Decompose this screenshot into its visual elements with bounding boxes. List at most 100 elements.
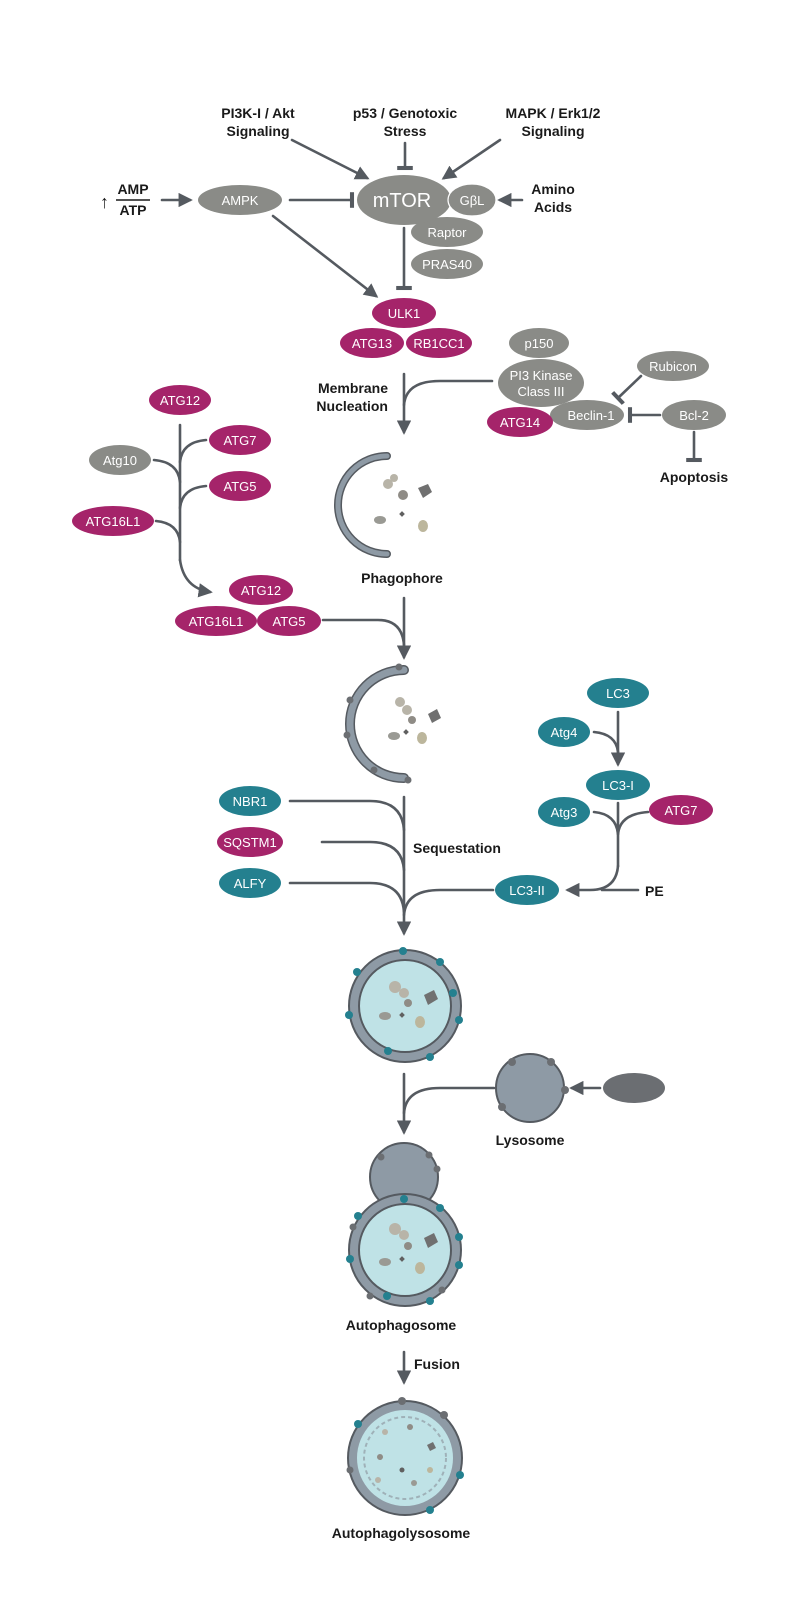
atg4-node: [538, 717, 590, 747]
pi3k-to-mtor-arrow: [290, 138, 370, 180]
rubicon-node: [637, 351, 709, 381]
atg5-label-left: ATG5: [224, 479, 257, 494]
pi3k-class3-node: [498, 359, 584, 407]
pras40-node: [411, 249, 483, 279]
closed-autophagosome-icon: [345, 947, 463, 1063]
atg10-node: [89, 445, 151, 475]
atg5-node-left: [209, 471, 271, 501]
rb1cc1-label: RB1CC1: [413, 336, 464, 351]
sequestation-lines: [288, 795, 495, 936]
membrane-label-1: Membrane: [318, 380, 388, 396]
raptor-node: [411, 217, 483, 247]
gbl-label: GβL: [460, 193, 485, 208]
ulk1-label: ULK1: [388, 306, 421, 321]
gbl-node: [447, 183, 497, 217]
pras40-label: PRAS40: [422, 257, 472, 272]
atg7-node-left: [209, 425, 271, 455]
lc3-ii-node: [495, 875, 559, 905]
atg14-label: ATG14: [500, 415, 540, 430]
beclin1-label: Beclin-1: [568, 408, 615, 423]
pi3k-akt-label-1: PI3K-I / Akt: [221, 105, 295, 121]
atg12-complex-label: ATG12: [241, 583, 281, 598]
lc3-ii-label: LC3-II: [509, 883, 544, 898]
rubicon-label: Rubicon: [649, 359, 697, 374]
p150-node: [509, 328, 569, 358]
atg5-complex-node: [257, 606, 321, 636]
ampk-node: [198, 185, 282, 215]
expanding-phagophore-icon: [343, 663, 441, 784]
membrane-label-2: Nucleation: [316, 398, 388, 414]
mtor-node: [357, 175, 451, 225]
autophagolysosome-label: Autophagolysosome: [332, 1525, 471, 1541]
atg14-node: [487, 407, 553, 437]
atg16l1-node-left: [72, 506, 154, 536]
atg-complex-to-expansion: [321, 618, 406, 647]
atg16l1-complex-node: [175, 606, 257, 636]
atg13-node: [340, 328, 404, 358]
raptor-label: Raptor: [427, 225, 467, 240]
sqstm1-node: [217, 827, 283, 857]
atg16l1-label-left: ATG16L1: [86, 514, 141, 529]
up-arrow-glyph: ↑: [100, 192, 109, 212]
atg3-label: Atg3: [551, 805, 578, 820]
atp-label: ATP: [120, 202, 147, 218]
mapk-label-2: Signaling: [522, 123, 585, 139]
apoptosis-label: Apoptosis: [660, 469, 729, 485]
atg4-label: Atg4: [551, 725, 578, 740]
atg7-label-right: ATG7: [665, 803, 698, 818]
amino-label-2: Acids: [534, 199, 572, 215]
alfy-label: ALFY: [234, 876, 267, 891]
alfy-node: [219, 868, 281, 898]
atg12-node: [149, 385, 211, 415]
autophagosome-label: Autophagosome: [346, 1317, 457, 1333]
atg13-label: ATG13: [352, 336, 392, 351]
atg7-node-right: [649, 795, 713, 825]
pi3k-class3-label-2: Class III: [518, 384, 565, 399]
phagophore-icon: [334, 452, 432, 558]
mapk-to-mtor-arrow: [441, 138, 502, 180]
atg3-node: [538, 797, 590, 827]
mtor-label: mTOR: [373, 190, 432, 212]
pi3k-complex-to-nucleation: [402, 379, 494, 407]
pi3k-akt-label-2: Signaling: [227, 123, 290, 139]
nbr1-label: NBR1: [233, 794, 268, 809]
mapk-label-1: MAPK / Erk1/2: [506, 105, 601, 121]
ampk-to-ulk1-arrow: [271, 214, 379, 298]
lc3-label: LC3: [606, 686, 630, 701]
atg12-label: ATG12: [160, 393, 200, 408]
beclin1-node: [550, 400, 624, 430]
rb1cc1-node: [406, 328, 472, 358]
atg7-label-left: ATG7: [224, 433, 257, 448]
lc3-processing-lines: [565, 710, 650, 898]
atg5-complex-label: ATG5: [273, 614, 306, 629]
pi3k-class3-label-1: PI3 Kinase: [510, 368, 573, 383]
lc3-i-node: [586, 770, 650, 800]
lysosome-to-fusion: [402, 1086, 496, 1115]
sqstm1-label: SQSTM1: [223, 835, 276, 850]
lc3-node: [587, 678, 649, 708]
autophagolysosome-icon: [346, 1397, 464, 1516]
ulk1-node: [372, 298, 436, 328]
amp-label: AMP: [117, 181, 148, 197]
lc3-i-label: LC3-I: [602, 778, 634, 793]
bcl2-label: Bcl-2: [679, 408, 709, 423]
atg10-label: Atg10: [103, 453, 137, 468]
fusion-label: Fusion: [414, 1356, 460, 1372]
ampk-label: AMPK: [222, 193, 259, 208]
atg12-complex-node: [229, 575, 293, 605]
nbr1-node: [219, 786, 281, 816]
autophagosome-icon: [346, 1142, 463, 1307]
p150-label: p150: [525, 336, 554, 351]
atg16l1-complex-label: ATG16L1: [189, 614, 244, 629]
sequestation-label: Sequestation: [413, 840, 501, 856]
p53-label-2: Stress: [384, 123, 427, 139]
amino-label-1: Amino: [531, 181, 575, 197]
lysosome-label: Lysosome: [496, 1132, 565, 1148]
pe-label: PE: [645, 883, 664, 899]
lamp-node: [603, 1073, 665, 1103]
lysosome-icon: [495, 1053, 569, 1123]
rubicon-inhibits-beclin1: [611, 374, 643, 406]
bcl2-node: [662, 400, 726, 430]
